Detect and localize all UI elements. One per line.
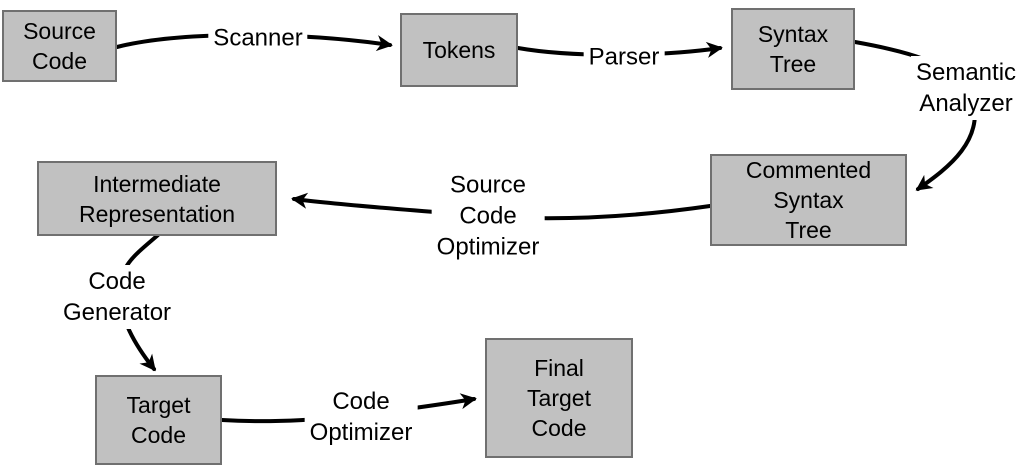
node-intermediate-representation: Intermediate Representation (37, 161, 277, 236)
edge-label-code-optimizer: Code Optimizer (304, 385, 418, 449)
node-target-code: Target Code (95, 375, 222, 465)
edge-label-source-code-optimizer: Source Code Optimizer (431, 168, 545, 264)
edge-label-scanner: Scanner (208, 21, 308, 55)
node-syntax-tree: Syntax Tree (731, 8, 855, 90)
node-source-code: Source Code (2, 10, 117, 82)
edge-label-parser: Parser (583, 40, 665, 74)
node-final-target-code: Final Target Code (485, 338, 633, 458)
edge-label-semantic-analyzer: Semantic Analyzer (910, 56, 1022, 120)
node-commented-syntax-tree: Commented Syntax Tree (710, 154, 907, 246)
edge-label-code-generator: Code Generator (57, 265, 177, 329)
node-tokens: Tokens (400, 13, 518, 87)
